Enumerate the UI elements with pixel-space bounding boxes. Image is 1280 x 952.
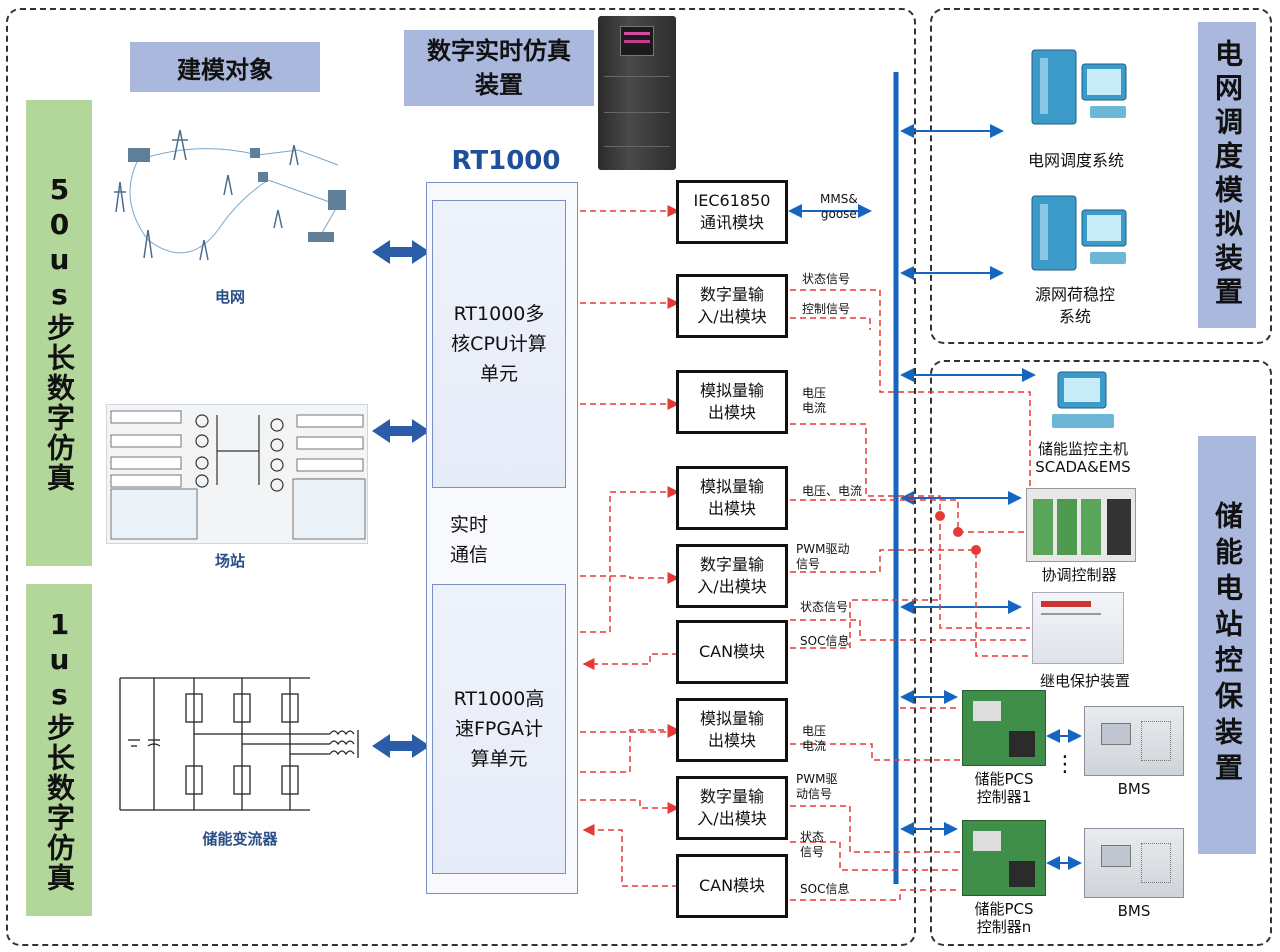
source-grid-label: 源网荷稳控 系统 <box>1034 285 1115 326</box>
bms-device-2 <box>1084 828 1184 898</box>
bms-label-1: BMS <box>1117 780 1151 798</box>
station-label: 场站 <box>214 552 245 570</box>
iec61850-module: IEC61850 通讯模块 <box>676 180 788 244</box>
rt1000-label: RT1000 <box>451 146 561 176</box>
monitor-icon <box>1048 370 1118 432</box>
storage-control-region <box>930 360 1272 946</box>
pcs-controller-n <box>962 820 1046 896</box>
step-50us-label: 50us步长数字仿真 <box>26 100 92 566</box>
ellipsis-label: ⋮ <box>1054 752 1076 777</box>
junction-dots <box>935 511 981 555</box>
grid-label: 电网 <box>214 288 245 306</box>
computer-icon-dispatch <box>1030 44 1130 136</box>
coordinator-device <box>1026 488 1136 562</box>
relay-protection-label: 继电保护装置 <box>1039 672 1130 690</box>
analog-out-module-2: 模拟量输 出模块 <box>676 466 788 530</box>
soc-info-label-2: SOC信息 <box>800 882 850 896</box>
voltage-current-label-1: 电压 电流 <box>802 386 827 415</box>
can-module-1: CAN模块 <box>676 620 788 684</box>
big-arrows <box>372 240 430 758</box>
digital-io-module-3: 数字量输 入/出模块 <box>676 776 788 840</box>
control-signal-label: 控制信号 <box>802 302 851 316</box>
can-module-2: CAN模块 <box>676 854 788 918</box>
cpu-compute-unit: RT1000多 核CPU计算 单元 <box>432 200 566 488</box>
pwm-signal-label-2: PWM驱 动信号 <box>796 772 838 801</box>
realtime-comm-label: 实时 通信 <box>449 514 488 566</box>
grid-dispatch-sim-title: 电网调度模拟装置 <box>1198 22 1256 328</box>
converter-label: 储能变流器 <box>202 830 278 848</box>
relay-device <box>1032 592 1124 664</box>
digital-io-module-2: 数字量输 入/出模块 <box>676 544 788 608</box>
grid-diagram <box>108 120 368 280</box>
coordinator-label: 协调控制器 <box>1041 566 1117 584</box>
grid-dispatch-region <box>930 8 1272 344</box>
bms-label-2: BMS <box>1117 902 1151 920</box>
digital-io-module-1: 数字量输 入/出模块 <box>676 274 788 338</box>
voltage-current-label-2: 电压、电流 <box>802 484 863 498</box>
analog-out-module-1: 模拟量输 出模块 <box>676 370 788 434</box>
pcs-controller-1-label: 储能PCS 控制器1 <box>974 770 1034 806</box>
status-signal-label-1: 状态信号 <box>802 272 851 286</box>
computer-icon-source-grid <box>1030 190 1130 282</box>
dispatch-system-label: 电网调度系统 <box>1027 151 1124 170</box>
soc-info-label-1: SOC信息 <box>800 634 850 648</box>
modeling-object-title: 建模对象 <box>130 42 320 92</box>
station-diagram <box>106 404 368 544</box>
mms-goose-label: MMS& goose <box>820 192 858 221</box>
fpga-compute-unit: RT1000高 速FPGA计 算单元 <box>432 584 566 874</box>
status-signal-label-3: 状态 信号 <box>800 830 825 859</box>
converter-circuit <box>110 670 370 820</box>
pcs-controller-n-label: 储能PCS 控制器n <box>974 900 1034 936</box>
voltage-current-label-3: 电压 电流 <box>802 724 827 753</box>
monitor-host-label: 储能监控主机 SCADA&EMS <box>1035 440 1131 476</box>
server-cabinet-image <box>598 16 676 170</box>
pcs-controller-1 <box>962 690 1046 766</box>
step-1us-label: 1us步长数字仿真 <box>26 584 92 916</box>
analog-out-module-3: 模拟量输 出模块 <box>676 698 788 762</box>
status-signal-label-2: 状态信号 <box>800 600 849 614</box>
storage-control-title: 储能电站控保装置 <box>1198 436 1256 854</box>
simulation-region <box>6 8 916 946</box>
pwm-signal-label-1: PWM驱动 信号 <box>796 542 850 571</box>
rt-device-title: 数字实时仿真装置 <box>404 30 594 106</box>
bms-device-1 <box>1084 706 1184 776</box>
